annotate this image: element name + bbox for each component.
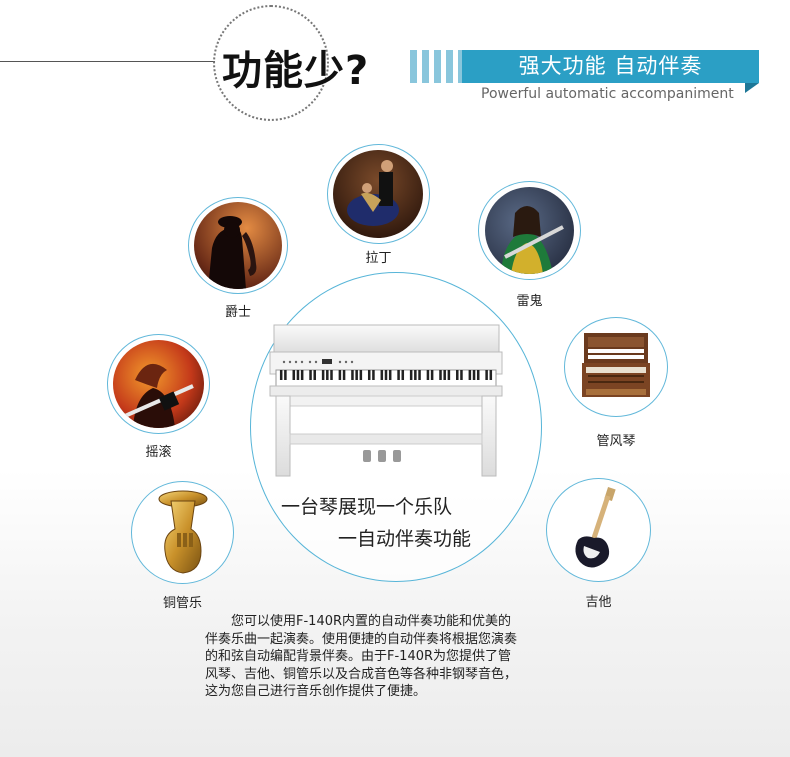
genre-label: 管风琴 — [596, 434, 636, 449]
slogan-line-2: 一自动伴奏功能 — [338, 528, 472, 550]
description-line: 风琴、吉他、铜管乐以及合成音色等各种非钢琴音色， — [205, 666, 518, 682]
description-line: 这为您自己进行音乐创作提供了便捷。 — [205, 684, 427, 699]
page-title: 功能少? — [222, 48, 370, 94]
electric-guitar-photo-icon — [575, 487, 616, 568]
description-line: 伴奏乐曲一起演奏。使用便捷的自动伴奏将根据您演奏 — [205, 631, 518, 647]
genre-label: 爵士 — [224, 305, 251, 320]
description-line: 的和弦自动编配背景伴奏。由于F-140R为您提供了管 — [205, 649, 512, 664]
genre-label: 摇滚 — [145, 445, 172, 460]
tuba-photo-icon — [158, 490, 208, 574]
genre-label: 拉丁 — [365, 251, 392, 266]
digital-piano-image — [269, 324, 503, 477]
genre-label: 吉他 — [585, 595, 612, 610]
title-dotted-circle — [213, 5, 329, 121]
feature-description: 您可以使用F-140R内置的自动伴奏功能和优美的 伴奏乐曲一起演奏。使用便捷的自… — [205, 613, 565, 701]
dancers-photo-icon — [333, 150, 423, 238]
banner-subtitle: Powerful automatic accompaniment — [481, 86, 734, 102]
description-line: 您可以使用F-140R内置的自动伴奏功能和优美的 — [231, 614, 512, 629]
genre-label: 铜管乐 — [162, 596, 202, 611]
saxophone-player-photo-icon — [194, 202, 282, 289]
genre-label: 雷鬼 — [516, 294, 543, 309]
rock-guitarist-photo-icon — [113, 340, 204, 428]
header-rule — [0, 61, 215, 62]
feature-banner: 强大功能 自动伴奏 — [462, 50, 759, 83]
banner-fold — [745, 83, 759, 93]
organ-photo-icon — [582, 333, 650, 397]
slogan-line-1: 一台琴展现一个乐队 — [281, 496, 453, 518]
guitarist-photo-icon — [485, 187, 574, 274]
